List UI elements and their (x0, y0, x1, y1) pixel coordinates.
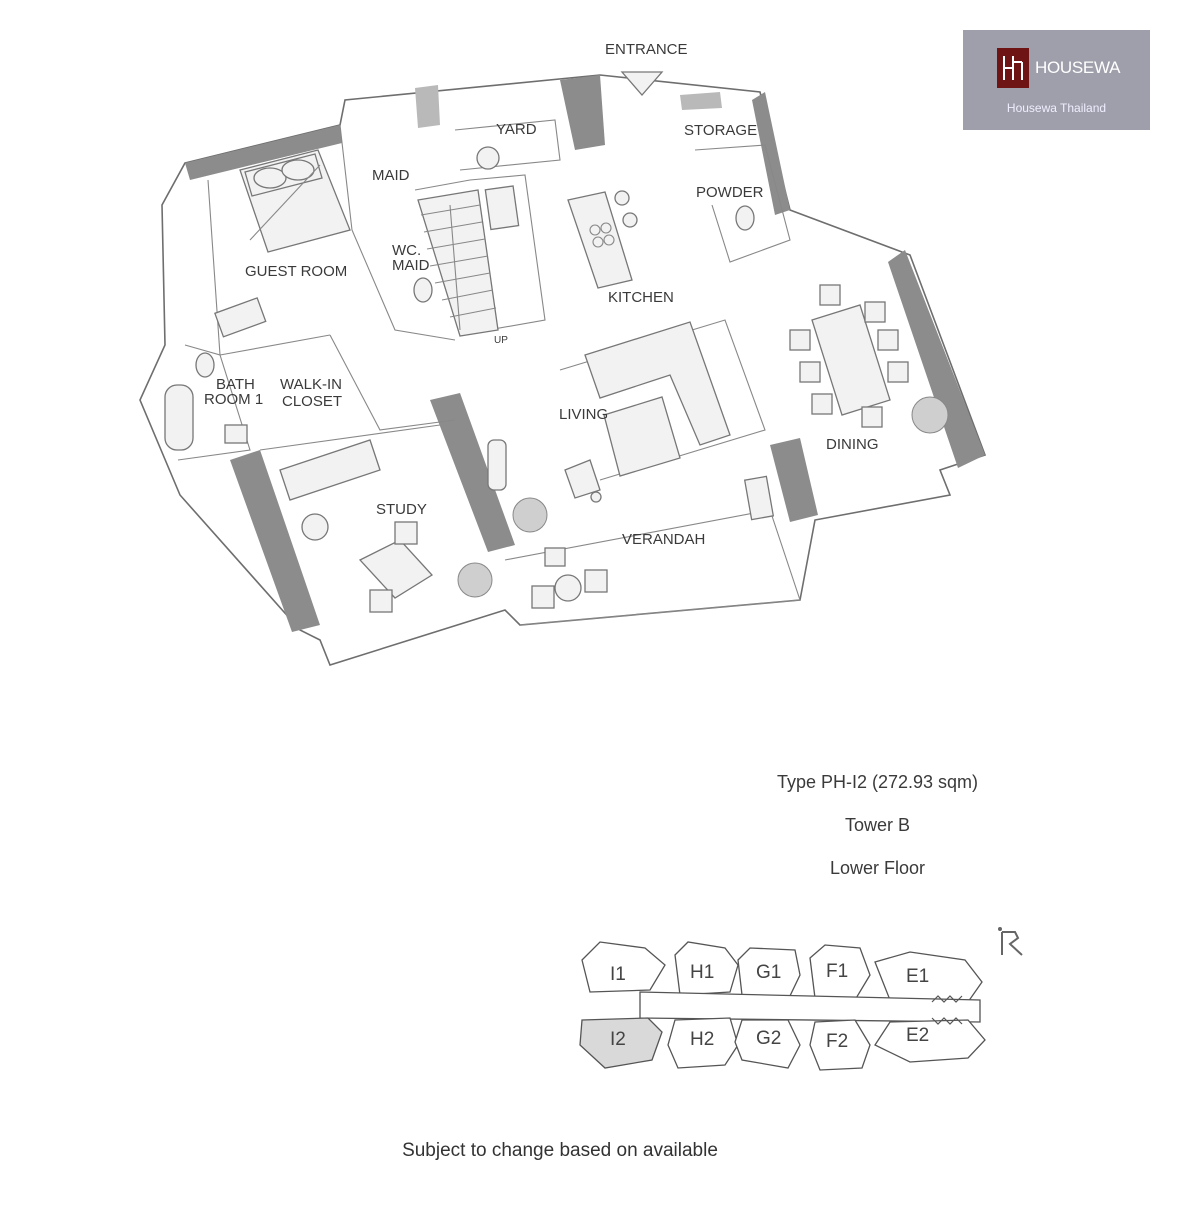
verandah-furniture (531, 475, 775, 609)
footer-note: Subject to change based on available (402, 1140, 718, 1161)
label-maid: MAID (372, 167, 410, 184)
label-bath-line2: ROOM 1 (204, 391, 263, 408)
label-guest-room: GUEST ROOM (245, 263, 347, 280)
label-wc-maid-line1: WC. (392, 242, 421, 259)
key-plan: I1 H1 G1 F1 E1 I2 H2 G2 F2 E2 (579, 927, 1023, 1071)
floor-plan-drawing (139, 71, 987, 666)
bathtub (164, 384, 194, 451)
guest-bed (239, 149, 351, 253)
label-dining: DINING (826, 436, 879, 453)
label-up: UP (494, 335, 508, 346)
label-storage: STORAGE (684, 122, 757, 139)
north-arrow-icon (998, 927, 1023, 956)
label-powder: POWDER (696, 184, 764, 201)
brand-name: HOUSEWA (1035, 58, 1121, 77)
kitchen-island (567, 190, 638, 289)
dining-furniture (789, 284, 909, 428)
unit-tower: Tower B (844, 815, 911, 835)
housewa-logo-icon (997, 48, 1029, 88)
plant-icon (911, 396, 949, 434)
brand-tagline: Housewa Thailand (1006, 101, 1107, 115)
label-study: STUDY (376, 501, 427, 518)
label-kitchen: KITCHEN (608, 289, 674, 306)
keyplan-unit-top-1: I1 (610, 964, 626, 985)
label-living: LIVING (559, 406, 608, 423)
living-furniture (487, 321, 731, 503)
unit-floor: Lower Floor (829, 858, 926, 878)
keyplan-unit-bottom-4: F2 (826, 1031, 848, 1052)
label-yard: YARD (496, 121, 537, 138)
plant-icon (512, 497, 548, 533)
study-furniture (279, 439, 434, 613)
plant-icon (457, 562, 493, 598)
keyplan-unit-top-4: F1 (826, 961, 848, 982)
stairs (417, 189, 499, 337)
floor-plan: ENTRANCE YARD STORAGE MAID POWDER WC. MA… (139, 41, 987, 666)
label-wc-maid-line2: MAID (392, 257, 430, 274)
label-walkin-line1: WALK-IN (280, 376, 342, 393)
keyplan-unit-bottom-2: H2 (690, 1029, 714, 1050)
entrance-arrow-icon (620, 71, 664, 96)
keyplan-unit-bottom-3: G2 (756, 1028, 781, 1049)
label-verandah: VERANDAH (622, 531, 705, 548)
keyplan-unit-bottom-5: E2 (906, 1025, 929, 1046)
key-plan-outline (579, 941, 986, 1071)
label-walkin-line2: CLOSET (282, 393, 342, 410)
brand-logo-box: HOUSEWA Housewa Thailand (963, 30, 1150, 130)
keyplan-unit-top-5: E1 (906, 966, 929, 987)
keyplan-unit-bottom-1: I2 (610, 1029, 626, 1050)
label-bath-line1: BATH (216, 376, 255, 393)
keyplan-unit-top-3: G1 (756, 962, 781, 983)
keyplan-unit-top-2: H1 (690, 962, 714, 983)
label-entrance: ENTRANCE (605, 41, 688, 58)
unit-type: Type PH-I2 (272.93 sqm) (776, 772, 979, 792)
